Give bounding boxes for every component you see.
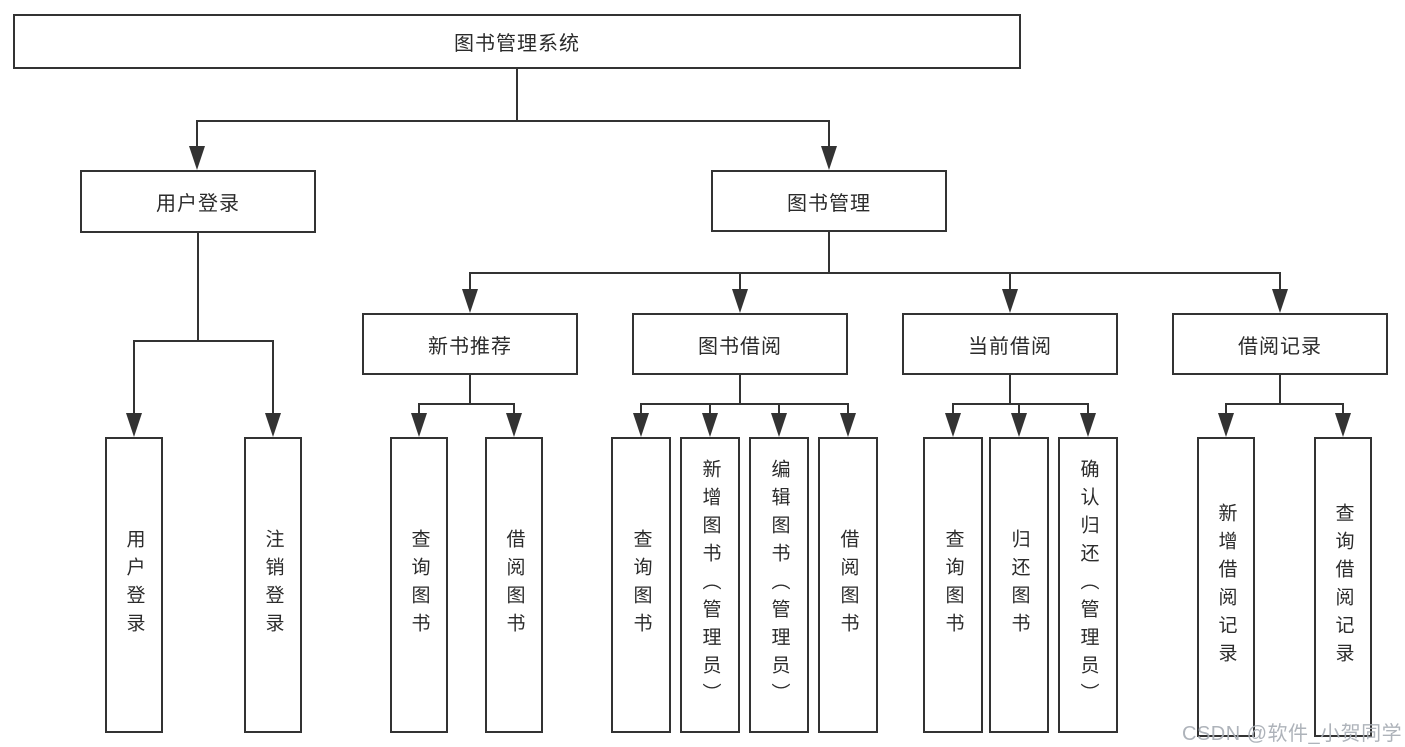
leaf-label: 编辑图书（管理员） [768, 459, 790, 711]
connector-line [469, 272, 471, 296]
connector-line [847, 403, 849, 417]
leaf-confirm-return-admin: 确认归还（管理员） [1058, 437, 1118, 733]
connector-line [952, 403, 954, 417]
arrow-down-icon [945, 413, 961, 437]
connector-line [1087, 403, 1089, 417]
leaf-label: 用户登录 [123, 529, 145, 641]
connector-line [196, 120, 198, 152]
arrow-down-icon [840, 413, 856, 437]
connector-line [1279, 272, 1281, 296]
connector-line [1009, 375, 1011, 403]
leaf-edit-book-admin: 编辑图书（管理员） [749, 437, 809, 733]
leaf-label: 归还图书 [1008, 529, 1030, 641]
arrow-down-icon [411, 413, 427, 437]
leaf-query-books-recommend: 查询图书 [390, 437, 448, 733]
node-library-management-system: 图书管理系统 [13, 14, 1021, 69]
connector-line [469, 375, 471, 403]
arrow-down-icon [1335, 413, 1351, 437]
arrow-down-icon [1002, 289, 1018, 313]
csdn-watermark: CSDN @软件_小贺同学 [1182, 723, 1403, 745]
leaf-return-books: 归还图书 [989, 437, 1049, 733]
leaf-label: 新增借阅记录 [1215, 503, 1237, 671]
connector-line [1009, 272, 1011, 296]
leaf-logout: 注销登录 [244, 437, 302, 733]
leaf-query-books-current: 查询图书 [923, 437, 983, 733]
connector-line [739, 375, 741, 403]
connector-line [1018, 403, 1020, 417]
leaf-label: 确认归还（管理员） [1077, 459, 1099, 711]
arrow-down-icon [702, 413, 718, 437]
node-book-management: 图书管理 [711, 170, 947, 232]
connector-line [133, 340, 274, 342]
connector-line [709, 403, 711, 417]
arrow-down-icon [1080, 413, 1096, 437]
connector-line [778, 403, 780, 417]
arrow-down-icon [1272, 289, 1288, 313]
leaf-add-borrow-record: 新增借阅记录 [1197, 437, 1255, 737]
leaf-label: 查询借阅记录 [1332, 503, 1354, 671]
connector-line [1225, 403, 1227, 417]
arrow-down-icon [633, 413, 649, 437]
leaf-borrow-books-recommend: 借阅图书 [485, 437, 543, 733]
leaf-label: 查询图书 [942, 529, 964, 641]
connector-line [469, 272, 1281, 274]
connector-line [196, 120, 830, 122]
connector-line [952, 403, 1089, 405]
connector-line [1225, 403, 1344, 405]
connector-line [133, 340, 135, 416]
arrow-down-icon [821, 146, 837, 170]
arrow-down-icon [732, 289, 748, 313]
leaf-label: 借阅图书 [503, 529, 525, 641]
connector-line [828, 120, 830, 152]
node-user-login: 用户登录 [80, 170, 316, 233]
arrow-down-icon [771, 413, 787, 437]
node-new-book-recommendation: 新书推荐 [362, 313, 578, 375]
leaf-label: 查询图书 [630, 529, 652, 641]
connector-line [1342, 403, 1344, 417]
arrow-down-icon [506, 413, 522, 437]
connector-line [1279, 375, 1281, 403]
arrow-down-icon [126, 413, 142, 437]
connector-line [272, 340, 274, 416]
connector-line [418, 403, 515, 405]
leaf-add-book-admin: 新增图书（管理员） [680, 437, 740, 733]
node-borrowing-records: 借阅记录 [1172, 313, 1388, 375]
leaf-label: 查询图书 [408, 529, 430, 641]
connector-line [640, 403, 849, 405]
leaf-borrow-books: 借阅图书 [818, 437, 878, 733]
arrow-down-icon [1011, 413, 1027, 437]
leaf-query-books-borrowing: 查询图书 [611, 437, 671, 733]
connector-line [516, 69, 518, 120]
connector-line [640, 403, 642, 417]
connector-line [739, 272, 741, 296]
connector-line [828, 232, 830, 272]
leaf-query-borrow-record: 查询借阅记录 [1314, 437, 1372, 737]
leaf-user-login: 用户登录 [105, 437, 163, 733]
leaf-label: 注销登录 [262, 529, 284, 641]
node-book-borrowing: 图书借阅 [632, 313, 848, 375]
arrow-down-icon [189, 146, 205, 170]
connector-line [197, 233, 199, 340]
node-current-borrowing: 当前借阅 [902, 313, 1118, 375]
connector-line [418, 403, 420, 417]
arrow-down-icon [462, 289, 478, 313]
arrow-down-icon [265, 413, 281, 437]
arrow-down-icon [1218, 413, 1234, 437]
leaf-label: 借阅图书 [837, 529, 859, 641]
connector-line [513, 403, 515, 417]
leaf-label: 新增图书（管理员） [699, 459, 721, 711]
